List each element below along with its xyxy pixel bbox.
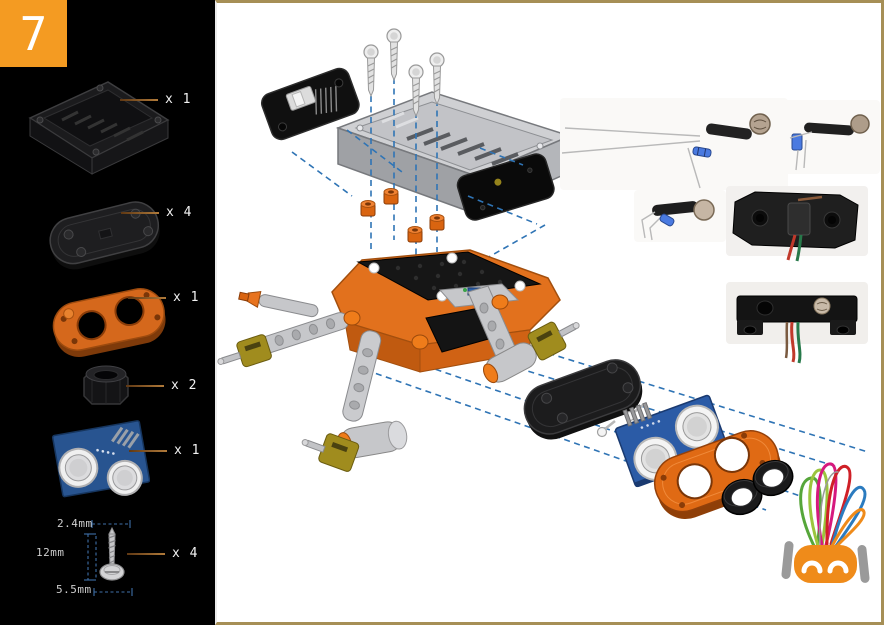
photo-ldr-folded-legs [634,190,726,242]
screw-length-label: 12mm [36,546,65,559]
callout-line [126,384,164,387]
black-oval-plate-part [523,359,643,440]
part-quantity: x 1 [165,92,192,107]
photo-bracket-top-view [726,186,868,262]
callout-line [120,98,158,101]
callout-line [128,296,166,299]
part-callout: x 1 [120,92,191,107]
screw-parts [363,28,445,118]
spacer-parts [360,188,445,243]
robot-chassis [217,249,580,472]
part-quantity: x 1 [174,443,201,458]
part-callout: x 4 [127,546,198,561]
orange-oval-plate-image [52,288,166,357]
photo-bracket-front-view [726,282,868,364]
part-quantity: x 1 [173,290,200,305]
part-quantity: x 4 [172,546,199,561]
part-callout: x 2 [126,378,197,393]
lock-nut-parts [721,459,794,516]
step-number-badge: 7 [0,0,67,67]
screw-measurement-image [84,520,133,596]
battery-cap-switch-part [260,67,360,141]
assembly-canvas [215,0,884,625]
part-callout: x 4 [121,205,192,220]
exploded-assembly-diagram [217,28,880,583]
lock-nut-image [83,365,129,405]
black-oval-plate-image [49,201,160,270]
parts-sidebar: 7 x 1 [0,0,215,625]
ultrasonic-sensor-image [51,420,150,498]
part-callout: x 1 [129,443,200,458]
screw-head-label: 5.5mm [56,583,92,596]
callout-line [121,211,159,214]
photo-ldr-bent-legs [780,100,880,174]
robot-mascot-logo [781,462,870,583]
callout-line [129,449,167,452]
photo-ldr-straight-legs [560,98,788,190]
battery-tray-image [28,81,170,175]
ultrasonic-sensor-part [614,394,730,488]
step-number: 7 [19,6,48,61]
part-callout: x 1 [128,290,199,305]
part-quantity: x 4 [166,205,193,220]
screw-diameter-label: 2.4mm [57,517,93,530]
part-quantity: x 2 [171,378,198,393]
battery-cap-part [456,153,555,221]
orange-oval-plate-part [653,430,782,520]
callout-line [127,552,165,555]
